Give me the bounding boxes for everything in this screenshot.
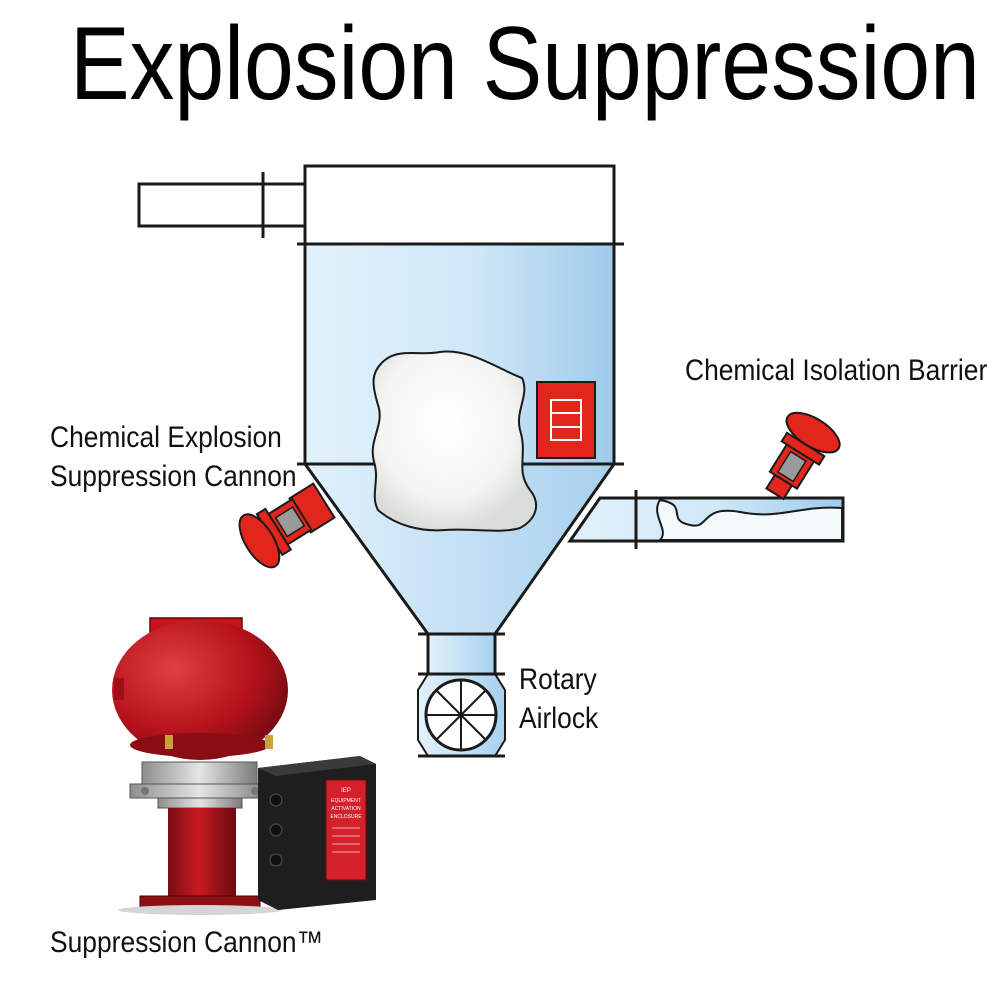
suppression-cannon-label-line1: Chemical Explosion <box>50 421 282 454</box>
suppression-cannon-label-line2: Suppression Cannon <box>50 460 297 493</box>
page-title: Explosion Suppression <box>70 6 980 122</box>
product-caption: Suppression Cannon™ <box>50 926 323 959</box>
suppression-cannon-icon <box>238 482 336 569</box>
explosion-cloud <box>371 350 538 532</box>
vessel-top-housing <box>297 164 624 246</box>
enclosure-label-2: EQUIPMENT <box>331 798 361 804</box>
enclosure-label-1: IEP <box>341 788 351 794</box>
isolation-barrier-icon <box>765 411 841 501</box>
suppression-cannon-product: IEP EQUIPMENT ACTIVATION ENCLOSURE <box>112 617 376 915</box>
enclosure-label-3: ACTIVATION <box>331 806 361 812</box>
inlet-duct <box>137 172 307 238</box>
pressure-detector <box>536 381 596 459</box>
rotary-airlock-label-line2: Airlock <box>519 702 599 735</box>
outlet-duct <box>567 490 845 549</box>
suppressant-plume <box>656 498 843 541</box>
rotary-airlock-label-line1: Rotary <box>519 663 597 696</box>
enclosure-label-4: ENCLOSURE <box>330 814 362 820</box>
rotary-airlock-icon <box>417 632 506 758</box>
isolation-barrier-label: Chemical Isolation Barrier <box>685 354 988 387</box>
